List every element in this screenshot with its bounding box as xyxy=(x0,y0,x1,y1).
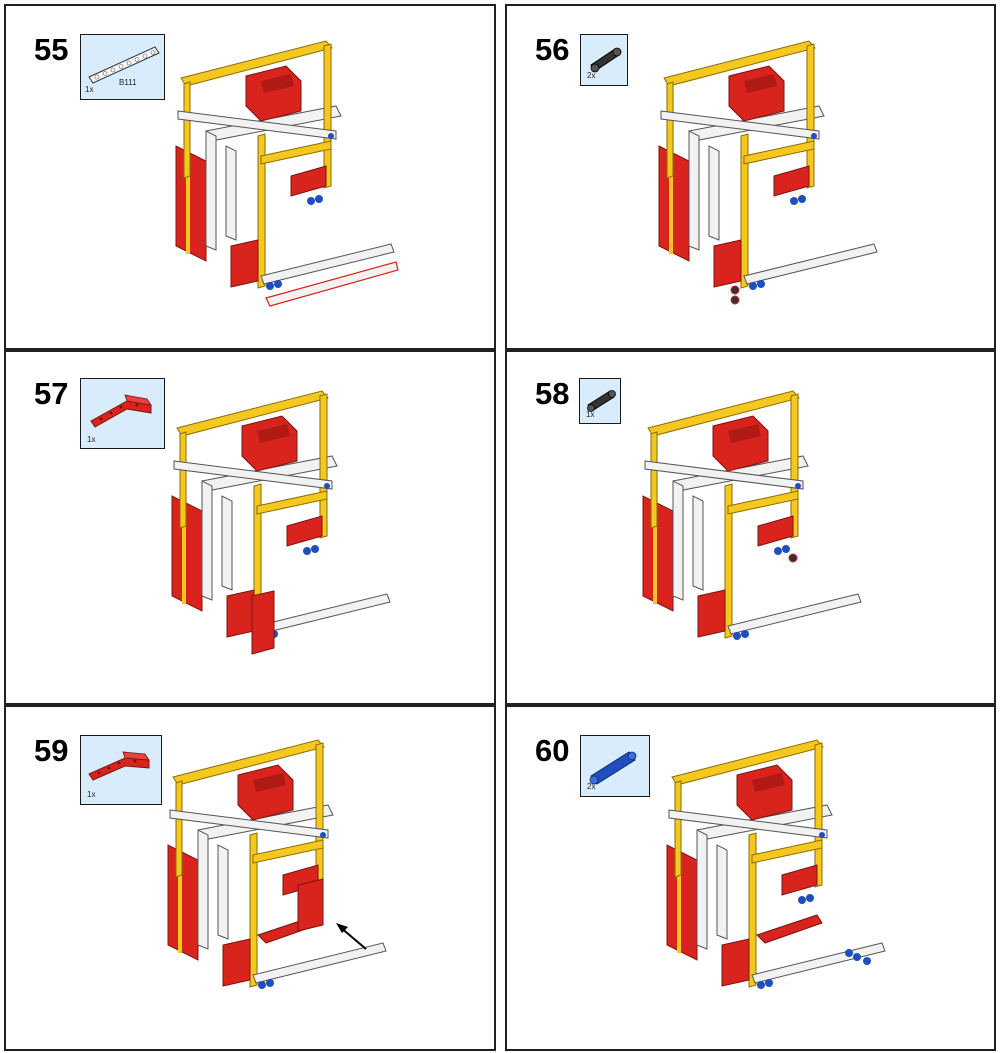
black-pin-icon xyxy=(590,47,622,73)
step-number: 57 xyxy=(34,376,69,411)
assembly-model xyxy=(665,738,887,991)
part-quantity: 1x xyxy=(87,435,96,444)
red-l-beam-icon xyxy=(88,751,150,781)
step-panel-60: 60 2x xyxy=(505,705,996,1051)
step-number: 60 xyxy=(535,733,570,768)
step-number: 55 xyxy=(34,32,69,67)
step-panel-55: 55 1x B111 xyxy=(4,4,496,350)
assembly-model xyxy=(657,39,879,305)
step-number: 59 xyxy=(34,733,69,768)
parts-callout: 2x xyxy=(580,735,650,797)
black-pin-icon xyxy=(587,390,616,412)
parts-callout: 2x xyxy=(580,34,628,86)
step-number: 56 xyxy=(535,32,570,67)
part-code: B111 xyxy=(119,78,137,87)
step-panel-56: 56 2x xyxy=(505,4,996,350)
part-quantity: 2x xyxy=(587,71,596,80)
assembly-model xyxy=(641,389,863,642)
parts-callout: 1x xyxy=(80,378,165,449)
step-number: 58 xyxy=(535,376,570,411)
red-l-beam-icon xyxy=(90,394,152,428)
step-panel-58: 58 1x xyxy=(505,350,996,705)
part-quantity: 1x xyxy=(586,410,595,419)
assembly-model xyxy=(170,389,392,655)
blue-axle-pin-icon xyxy=(589,751,637,785)
part-quantity: 2x xyxy=(587,782,596,791)
part-quantity: 1x xyxy=(87,790,96,799)
part-quantity: 1x xyxy=(85,85,94,94)
step-panel-59: 59 1x xyxy=(4,705,496,1051)
step-panel-57: 57 1x xyxy=(4,350,496,705)
parts-callout: 1x xyxy=(579,378,621,424)
white-beam-icon xyxy=(88,46,160,84)
parts-callout: 1x xyxy=(80,735,162,805)
arrow-icon xyxy=(336,923,367,950)
parts-callout: 1x B111 xyxy=(80,34,165,100)
assembly-model xyxy=(174,39,399,307)
assembly-model xyxy=(166,738,388,991)
